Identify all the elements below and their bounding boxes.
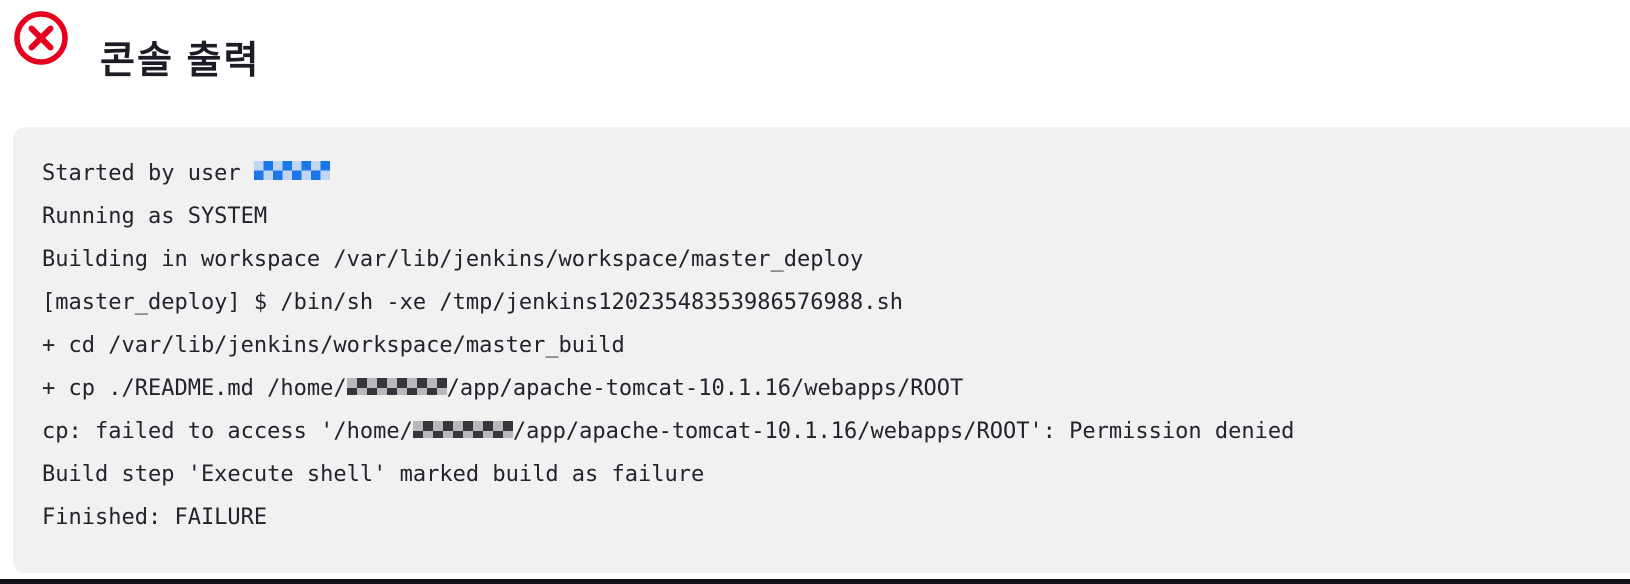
console-line: Running as SYSTEM	[42, 195, 1610, 238]
console-text: Started by user	[42, 161, 254, 186]
console-text: /app/apache-tomcat-10.1.16/webapps/ROOT	[446, 376, 964, 401]
console-text: cp: failed to access '/home/	[42, 419, 413, 444]
redacted-username-pixelation	[346, 378, 447, 395]
console-output-box: Started by user Running as SYSTEM Buildi…	[13, 127, 1630, 573]
console-text: Build step 'Execute shell' marked build …	[42, 462, 705, 487]
console-line: Finished: FAILURE	[42, 496, 1610, 539]
console-text: Running as SYSTEM	[42, 204, 268, 229]
console-line: Building in workspace /var/lib/jenkins/w…	[42, 238, 1610, 281]
console-text: + cd /var/lib/jenkins/workspace/master_b…	[42, 333, 625, 358]
console-line: Build step 'Execute shell' marked build …	[42, 453, 1610, 496]
redacted-username-pixelation	[253, 161, 330, 180]
console-line: [master_deploy] $ /bin/sh -xe /tmp/jenki…	[42, 281, 1610, 324]
console-text: /app/apache-tomcat-10.1.16/webapps/ROOT'…	[512, 419, 1295, 444]
window-bottom-edge	[0, 579, 1630, 584]
console-line: + cp ./README.md /home/ /app/apache-tomca…	[42, 367, 1610, 410]
build-failure-icon	[14, 11, 68, 65]
console-text: Building in workspace /var/lib/jenkins/w…	[42, 247, 864, 272]
console-text: + cp ./README.md /home/	[42, 376, 347, 401]
page-header: 콘솔 출력	[0, 0, 1630, 82]
console-text: Finished: FAILURE	[42, 505, 268, 530]
console-line: + cd /var/lib/jenkins/workspace/master_b…	[42, 324, 1610, 367]
console-line: cp: failed to access '/home/ /app/apache-…	[42, 410, 1610, 453]
console-line: Started by user	[42, 152, 1610, 195]
redacted-username-pixelation	[412, 421, 513, 438]
console-text: [master_deploy] $ /bin/sh -xe /tmp/jenki…	[42, 290, 903, 315]
page-title: 콘솔 출력	[100, 40, 261, 83]
